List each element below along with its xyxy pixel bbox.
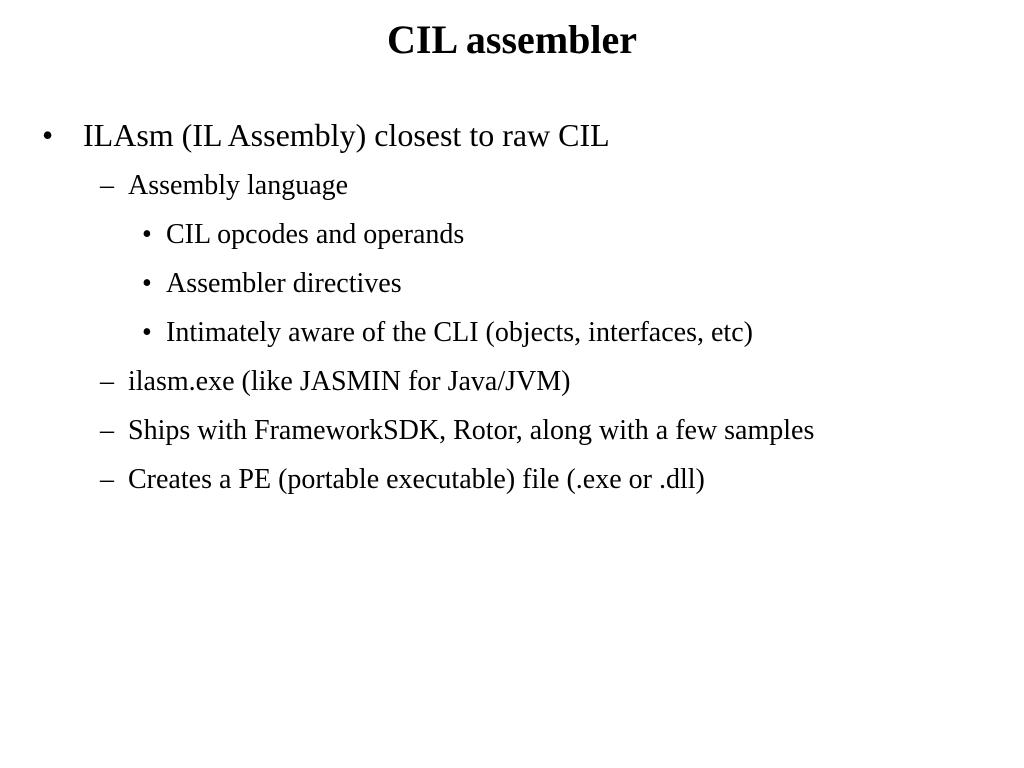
sub-bullet-text: Assembly language xyxy=(128,170,349,201)
sub-bullet-item: – Ships with FrameworkSDK, Rotor, along … xyxy=(0,413,1024,449)
sub-sub-bullet-text: Intimately aware of the CLI (objects, in… xyxy=(166,317,753,348)
sub-bullet-text: Creates a PE (portable executable) file … xyxy=(128,464,705,495)
sub-bullet-item: – Creates a PE (portable executable) fil… xyxy=(0,462,1024,498)
bullet-marker: • xyxy=(142,317,152,348)
dash-marker: – xyxy=(100,464,114,495)
sub-bullet-text: ilasm.exe (like JASMIN for Java/JVM) xyxy=(128,366,571,397)
sub-sub-bullet-text: CIL opcodes and operands xyxy=(166,219,465,250)
dash-marker: – xyxy=(100,366,114,397)
slide-title: CIL assembler xyxy=(387,17,637,62)
sub-bullet-text: Ships with FrameworkSDK, Rotor, along wi… xyxy=(128,415,815,446)
sub-bullet-item: – Assembly language xyxy=(0,168,1024,204)
sub-sub-bullet-item: • Assembler directives xyxy=(0,266,1024,302)
sub-sub-bullet-item: • CIL opcodes and operands xyxy=(0,217,1024,253)
sub-sub-bullet-item: • Intimately aware of the CLI (objects, … xyxy=(0,315,1024,351)
dash-marker: – xyxy=(100,170,114,201)
bullet-marker: • xyxy=(42,117,54,153)
bullet-item: • ILAsm (IL Assembly) closest to raw CIL xyxy=(0,115,1024,155)
bullet-marker: • xyxy=(142,219,152,250)
sub-bullet-item: – ilasm.exe (like JASMIN for Java/JVM) xyxy=(0,364,1024,400)
sub-sub-bullet-text: Assembler directives xyxy=(166,268,402,299)
bullet-text: ILAsm (IL Assembly) closest to raw CIL xyxy=(83,117,610,153)
dash-marker: – xyxy=(100,415,114,446)
bullet-marker: • xyxy=(142,268,152,299)
